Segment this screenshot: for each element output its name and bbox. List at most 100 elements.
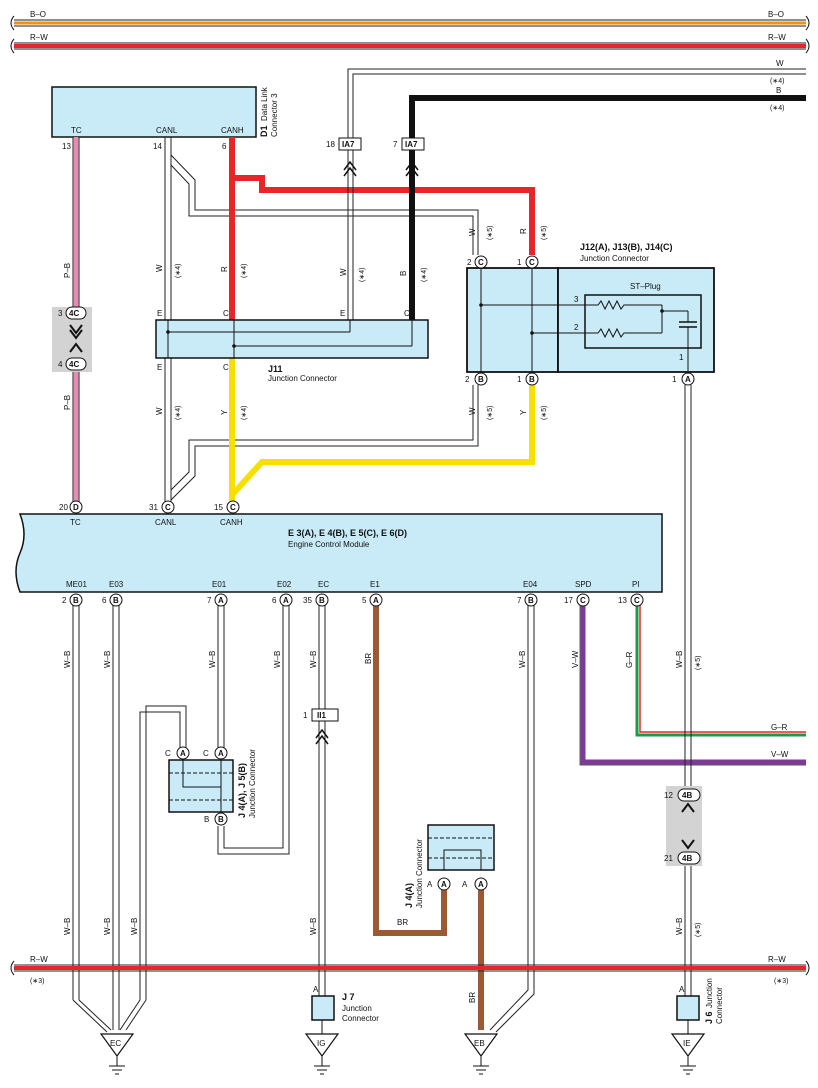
j4a-pin-right: A — [474, 877, 488, 891]
ecm-label-me01: ME01 — [66, 580, 87, 589]
wire-y4-note: (∗4) — [241, 406, 248, 420]
j4j5-pin-c-right: C — [203, 749, 209, 758]
resistor-icon — [591, 299, 689, 339]
j4j5-pin-b-num: B — [204, 815, 209, 824]
ground-ie-icon — [670, 1033, 706, 1075]
ecm-title: E 3(A), E 4(B), E 5(C), E 6(D) — [288, 528, 407, 538]
connector-4b-pin-bot: 21 — [664, 854, 673, 863]
wire-r3-note: (∗5) — [541, 226, 548, 240]
ecm-pin-e02-num: 6 — [272, 596, 277, 605]
wire-r3-label: R — [519, 228, 528, 234]
lower-wb-b3: W–B — [130, 918, 139, 935]
ecm-pin-canl-label: CANL — [155, 518, 177, 527]
ecm-pin-ec: B — [315, 593, 329, 607]
connector-4c-top-label: 4C — [69, 309, 79, 318]
lower-wb-b2: W–B — [103, 918, 112, 935]
j4j5-title: J 4(A), J 5(B) Junction Connector — [237, 749, 257, 818]
ecm-pin-tc: D — [69, 500, 83, 514]
st-plug-label: ST–Plug — [630, 282, 661, 291]
j12-pin-c1-num: 1 — [517, 258, 522, 267]
j4a-pin-left-letter2: A — [427, 880, 433, 889]
j12-pin-b1: B — [525, 372, 539, 386]
st-plug-inner — [584, 294, 702, 349]
connector-4b-bottom: 4B — [677, 851, 701, 865]
j4a-title: J 4(A) Junction Connector — [404, 839, 424, 908]
ecm-pin-e1-letter: A — [373, 596, 379, 605]
j6-title: J 6 Junction Connector — [704, 978, 724, 1024]
ecm-name: Engine Control Module — [288, 540, 370, 549]
lower-wb2-label: W–B — [103, 651, 112, 668]
j4j5-pin-a-left: A — [176, 746, 190, 760]
j11-box — [155, 319, 429, 359]
j4a-pin-left-letter: A — [441, 880, 447, 889]
bus-rw-top-right-label: R–W — [768, 33, 786, 42]
ecm-label-e04: E04 — [523, 580, 538, 589]
bus-rw-bottom-right-label: R–W — [768, 955, 786, 964]
connector-4b-arrow-up-icon — [681, 802, 695, 813]
j4a-pin-right-letter2: A — [462, 880, 468, 889]
dlc-name-2: Connector 3 — [270, 93, 279, 137]
dlc-canh-label: CANH — [221, 126, 244, 135]
connector-4b-arrow-down-icon — [681, 839, 695, 850]
ecm-pin-ec-num: 35 — [303, 596, 312, 605]
lower-br-mid: BR — [397, 918, 408, 927]
j12-pin-a1: A — [681, 372, 695, 386]
lower-vw-right-label: V–W — [771, 750, 789, 759]
bus-rw-bottom-left-note: (∗3) — [30, 978, 44, 985]
ecm-pin-canh-num: 15 — [214, 503, 223, 512]
bus-rw-top-left-label: R–W — [30, 33, 48, 42]
wire-y5-note: (∗5) — [541, 406, 548, 420]
ecm-pin-tc-label: TC — [70, 518, 81, 527]
ecm-pin-e04-num: 7 — [517, 596, 522, 605]
wire-w2 — [343, 150, 357, 320]
j4a-name-2: Junction Connector — [415, 839, 424, 908]
ecm-label-ec: EC — [318, 580, 329, 589]
wire-pb-label-2: P–B — [63, 395, 72, 410]
ecm-pin-e04-letter: B — [528, 596, 534, 605]
lower-wb-b4: W–B — [309, 918, 318, 935]
ia7-pin-7: 7 — [393, 140, 398, 149]
bus-bo-left-label: B–O — [30, 10, 46, 19]
lower-wb7-note: (∗5) — [695, 656, 702, 670]
j12-pin-c2-num: 2 — [467, 258, 472, 267]
j12-pin-b2-num: 2 — [465, 375, 470, 384]
j12-pin-b2: B — [474, 372, 488, 386]
j6-box — [676, 995, 700, 1021]
j4j5-name-2: Junction Connector — [248, 749, 257, 818]
j4j5-pin-a-left-letter: A — [180, 749, 186, 758]
ia7-connector-right: IA7 — [401, 137, 425, 151]
ecm-pin-e01-letter: A — [218, 596, 224, 605]
j7-line1: Junction — [342, 1004, 372, 1013]
ecm-pin-e1-num: 5 — [362, 596, 367, 605]
ecm-pin-ec-letter: B — [319, 596, 325, 605]
j11-name: Junction Connector — [268, 374, 337, 383]
ground-ig-icon — [304, 1033, 340, 1075]
ecm-pin-canh-label: CANH — [220, 518, 243, 527]
j7-pin: A — [313, 985, 319, 994]
j4j5-internal — [182, 760, 222, 812]
wire-pb-label-1: P–B — [63, 263, 72, 278]
ground-ig-label: IG — [317, 1039, 325, 1048]
ecm-label-e1: E1 — [370, 580, 380, 589]
wire-w3-label: W — [468, 228, 477, 236]
connector-4b-top: 4B — [677, 788, 701, 802]
connector-4c-pin-top: 3 — [58, 309, 63, 318]
j12-pin-b2-letter: B — [478, 375, 484, 384]
connector-4c-bottom-label: 4C — [69, 360, 79, 369]
ecm-label-e01: E01 — [212, 580, 227, 589]
j11-id: J11 — [268, 364, 283, 374]
dlc-pin-13: 13 — [62, 142, 71, 151]
ecm-label-e03: E03 — [109, 580, 124, 589]
ground-eb-label: EB — [474, 1039, 485, 1048]
wire-e02 — [217, 600, 290, 855]
bus-rw-bottom — [10, 960, 810, 976]
j12-pin-a1-num: 1 — [672, 375, 677, 384]
ecm-pin-e02: A — [279, 593, 293, 607]
dlc-canl-label: CANL — [156, 126, 178, 135]
lower-wb3-label: W–B — [208, 651, 217, 668]
connector-4b-pin-top: 12 — [664, 791, 673, 800]
j4j5-pin-c-left: C — [165, 749, 171, 758]
j11-top-c2: C — [404, 309, 410, 318]
connector-4c-arrow-up-icon — [69, 342, 83, 353]
wire-j12-j6 — [684, 385, 692, 996]
